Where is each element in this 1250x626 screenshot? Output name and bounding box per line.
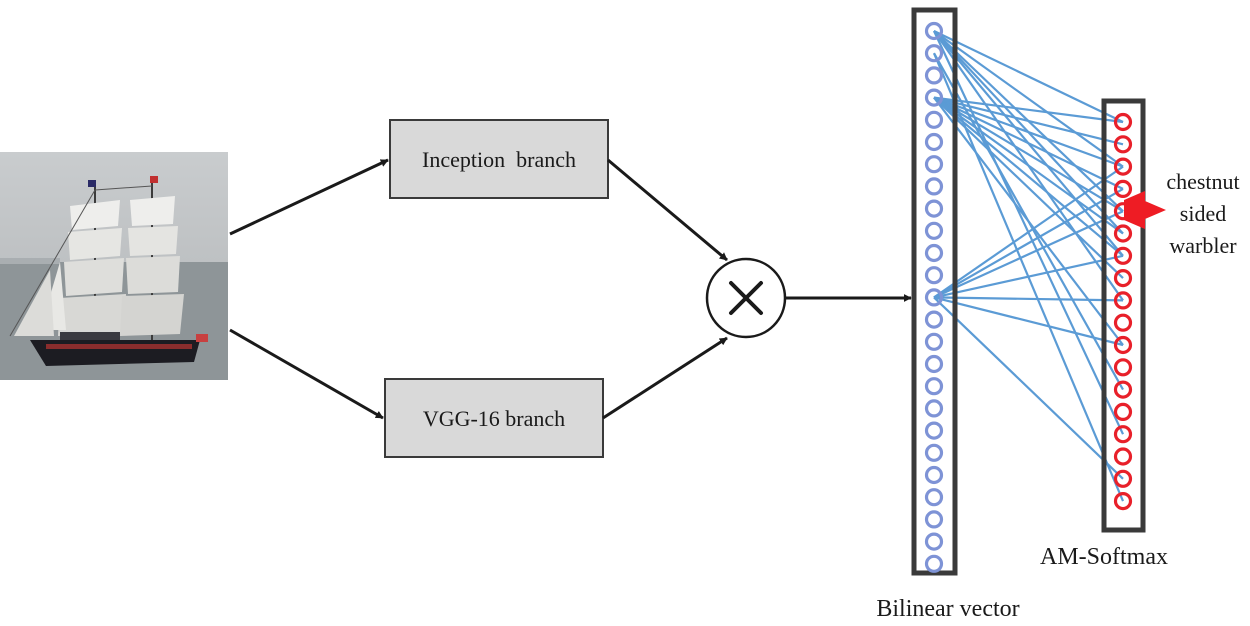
arrow-image-to-vgg — [229, 328, 384, 420]
input-image — [0, 152, 228, 380]
connection-line — [933, 96, 1124, 190]
bilinear-node — [924, 132, 944, 152]
softmax-node — [1113, 112, 1133, 132]
bilinear-node — [924, 110, 944, 129]
connection-line — [933, 254, 1124, 299]
bilinear-node — [924, 221, 944, 240]
output-arrow-icon — [1124, 191, 1166, 229]
softmax-node — [1113, 313, 1133, 332]
bilinear-node — [924, 66, 944, 85]
softmax-node — [1113, 269, 1133, 288]
arrow-vgg-to-product — [602, 336, 728, 420]
arrow-image-to-inception — [229, 158, 389, 236]
bilinear-node — [924, 243, 944, 263]
inception-branch-box: Inception branch — [389, 119, 609, 199]
bilinear-node-group — [924, 21, 944, 573]
connection-line — [933, 96, 1124, 257]
softmax-node — [1113, 157, 1133, 176]
bilinear-node — [924, 288, 944, 307]
softmax-node — [1113, 402, 1133, 421]
softmax-label: AM-Softmax — [1040, 544, 1168, 570]
inception-branch-label: Inception branch — [422, 147, 576, 172]
bilinear-label: Bilinear vector — [876, 596, 1019, 622]
softmax-node — [1113, 425, 1133, 444]
connection-line — [933, 296, 1124, 347]
softmax-node — [1113, 447, 1133, 466]
softmax-node — [1113, 358, 1133, 377]
bilinear-node — [924, 354, 944, 374]
bilinear-vector-layer — [911, 7, 958, 576]
bilinear-node — [924, 155, 944, 174]
bilinear-node — [924, 199, 944, 218]
sailing-ship-icon — [9, 176, 208, 366]
bilinear-node — [924, 532, 944, 551]
bilinear-node — [924, 88, 944, 107]
softmax-node — [1113, 224, 1133, 243]
bilinear-node — [924, 310, 944, 329]
bilinear-node — [924, 399, 944, 418]
connection-line — [933, 96, 1124, 279]
bilinear-node — [924, 510, 944, 529]
softmax-node — [1113, 179, 1133, 198]
connection-line — [933, 165, 1124, 299]
softmax-node-group — [1113, 112, 1133, 511]
connection-line — [933, 96, 1124, 213]
bilinear-node — [924, 554, 944, 573]
fc-connections — [932, 30, 1125, 502]
softmax-node — [1113, 335, 1133, 355]
bilinear-node — [924, 488, 944, 507]
connection-line — [933, 187, 1124, 299]
softmax-node — [1113, 469, 1133, 488]
bilinear-node — [924, 421, 944, 440]
connection-line — [933, 210, 1124, 299]
softmax-node — [1113, 135, 1133, 154]
connection-line — [933, 296, 1124, 302]
softmax-node — [1113, 492, 1133, 511]
vgg-branch-label: VGG-16 branch — [423, 406, 565, 431]
multiply-icon — [729, 281, 763, 315]
bilinear-node — [924, 332, 944, 351]
softmax-node — [1113, 246, 1133, 265]
bilinear-node — [924, 177, 944, 196]
softmax-node — [1113, 380, 1133, 399]
connection-line — [933, 96, 1124, 124]
output-label-line2: sided — [1180, 201, 1226, 226]
connection-line — [933, 96, 1124, 146]
connection-line — [933, 30, 1124, 168]
output-label-line3: warbler — [1169, 233, 1237, 258]
bilinear-node — [924, 266, 944, 285]
arrow-inception-to-product — [607, 158, 728, 262]
bilinear-node — [924, 21, 944, 41]
connection-line — [933, 296, 1124, 480]
connection-line — [933, 96, 1124, 235]
output-label-line1: chestnut — [1166, 169, 1239, 194]
bilinear-node — [924, 443, 944, 462]
bilinear-node — [924, 377, 944, 396]
connection-line — [933, 30, 1124, 123]
vgg-branch-box: VGG-16 branch — [384, 378, 604, 458]
connection-line — [933, 52, 1124, 391]
softmax-node — [1113, 291, 1133, 310]
bilinear-node — [924, 465, 944, 485]
flow-arrows — [229, 158, 912, 420]
am-softmax-layer — [1101, 98, 1146, 533]
outer-product-operator — [705, 257, 787, 339]
bilinear-node — [924, 44, 944, 63]
